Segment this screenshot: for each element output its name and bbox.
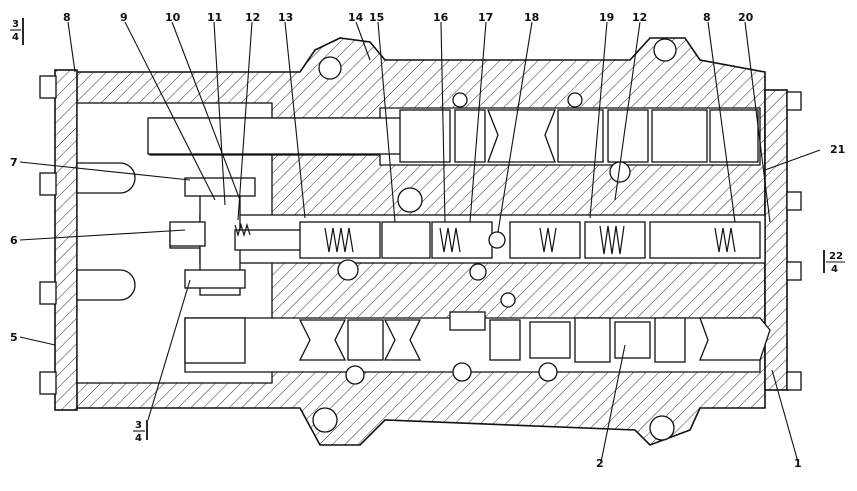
label-top-15: 15 xyxy=(369,11,384,24)
label-top-13: 13 xyxy=(278,11,293,24)
label-top-8a: 8 xyxy=(63,11,71,24)
ports xyxy=(312,38,677,441)
label-bottom-2: 2 xyxy=(596,457,604,470)
label-left-5: 5 xyxy=(10,331,18,344)
label-right-21: 21 xyxy=(830,143,845,156)
label-right-1: 1 xyxy=(794,457,802,470)
left-bolts xyxy=(39,75,256,395)
leader-lines xyxy=(19,18,825,463)
label-top-19: 19 xyxy=(599,11,614,24)
label-top-11: 11 xyxy=(207,11,222,24)
left-cover-plate xyxy=(54,69,78,411)
label-top-16: 16 xyxy=(433,11,449,24)
fraction-bottom-left-den: 4 xyxy=(135,433,142,444)
label-top-10: 10 xyxy=(165,11,181,24)
label-top-12a: 12 xyxy=(245,11,260,24)
fraction-right-num: 22 xyxy=(829,251,843,262)
label-left-7: 7 xyxy=(10,156,18,169)
right-bolts xyxy=(786,91,802,391)
right-cover-plate xyxy=(764,89,788,391)
fraction-right-den: 4 xyxy=(831,264,838,275)
label-top-8b: 8 xyxy=(703,11,711,24)
label-top-20: 20 xyxy=(738,11,754,24)
fraction-labels: 3 4 3 4 22 4 xyxy=(10,19,845,444)
part-labels: 8 9 10 11 12 13 14 15 16 17 18 19 12 8 2… xyxy=(10,11,845,470)
label-top-14: 14 xyxy=(348,11,364,24)
label-top-9: 9 xyxy=(120,11,128,24)
lower-spool xyxy=(184,311,771,364)
label-top-12b: 12 xyxy=(632,11,647,24)
fraction-top-left-den: 4 xyxy=(12,32,19,43)
fraction-top-left-num: 3 xyxy=(12,19,19,30)
fraction-bottom-left-num: 3 xyxy=(135,420,142,431)
label-top-17: 17 xyxy=(478,11,493,24)
label-left-6: 6 xyxy=(10,234,18,247)
label-top-18: 18 xyxy=(524,11,539,24)
